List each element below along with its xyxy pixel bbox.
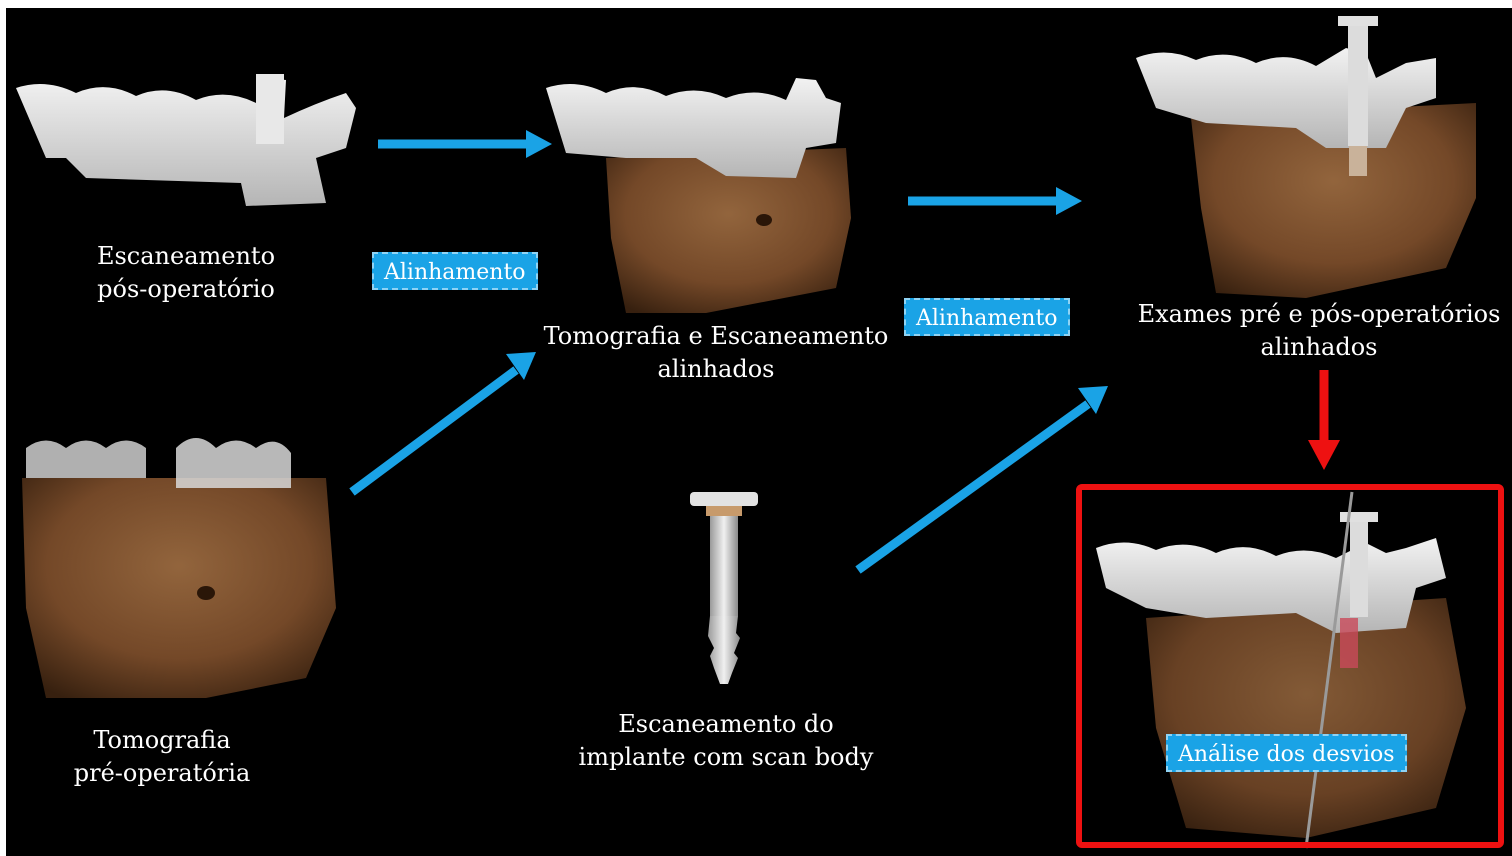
deviation-analysis-frame xyxy=(1076,484,1504,848)
caption-implant-scan-body: Escaneamento do implante com scan body xyxy=(566,708,886,774)
caption-line: alinhados xyxy=(1126,331,1512,364)
pre-post-aligned-image xyxy=(1136,16,1476,298)
implant-scan-body-image xyxy=(690,492,758,684)
arrow-down-to-analysis xyxy=(1308,370,1340,470)
arrow-aligned-to-pre-post xyxy=(908,187,1082,215)
caption-line: implante com scan body xyxy=(566,741,886,774)
caption-line: Escaneamento do xyxy=(566,708,886,741)
tag-deviation-analysis: Análise dos desvios xyxy=(1166,734,1407,772)
tag-alignment-2: Alinhamento xyxy=(904,298,1070,336)
tag-alignment-1: Alinhamento xyxy=(372,252,538,290)
caption-pre-post-aligned: Exames pré e pós-operatórios alinhados xyxy=(1126,298,1512,364)
caption-line: Escaneamento xyxy=(86,240,286,273)
caption-line: Tomografia xyxy=(62,724,262,757)
caption-line: alinhados xyxy=(536,353,896,386)
diagram-canvas: Escaneamento pós-operatório Tomografia p… xyxy=(6,8,1512,856)
caption-pre-op-ct: Tomografia pré-operatória xyxy=(62,724,262,790)
caption-line: Exames pré e pós-operatórios xyxy=(1126,298,1512,331)
arrow-ct-to-aligned xyxy=(352,352,536,492)
caption-line: pré-operatória xyxy=(62,757,262,790)
caption-line: Tomografia e Escaneamento xyxy=(536,320,896,353)
post-op-scan-image xyxy=(16,74,356,206)
pre-op-ct-image xyxy=(22,438,336,698)
caption-post-op-scan: Escaneamento pós-operatório xyxy=(86,240,286,306)
caption-line: pós-operatório xyxy=(86,273,286,306)
arrow-post-scan-to-aligned xyxy=(378,130,552,158)
arrow-implant-to-pre-post xyxy=(858,386,1108,570)
caption-aligned-ct-scan: Tomografia e Escaneamento alinhados xyxy=(536,320,896,386)
aligned-ct-scan-image xyxy=(546,78,851,313)
